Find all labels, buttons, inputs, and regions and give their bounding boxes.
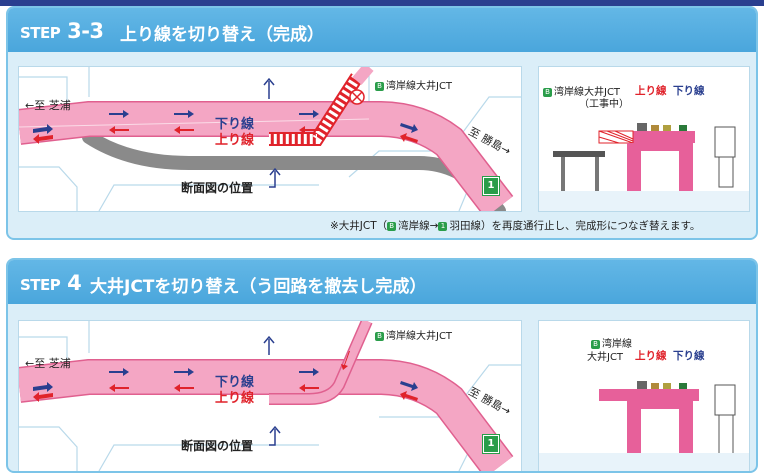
route-1-sign: 1 xyxy=(482,176,500,196)
step-number: 4 xyxy=(67,271,82,295)
cross-section-drawing xyxy=(539,381,749,471)
section-position-label: 断面図の位置 xyxy=(181,439,254,453)
step-3-3-map-drawing xyxy=(19,67,521,211)
section-down-line-label: 下り線 xyxy=(673,85,705,97)
section-up-line-label: 上り線 xyxy=(635,350,667,362)
left-direction-label: ←至 芝浦 xyxy=(25,99,71,112)
step-prefix: STEP xyxy=(20,24,61,42)
wangan-route-icon: B xyxy=(387,222,397,231)
wangan-route-icon: B xyxy=(543,88,552,97)
section-down-line-label: 下り線 xyxy=(673,350,705,362)
down-line-arrows xyxy=(33,368,493,452)
step-3-3-header xyxy=(8,8,756,52)
step-3-3-panel: STEP 3-3 上り線を切り替え（完成） xyxy=(6,6,758,240)
cross-section-drawing xyxy=(539,123,749,211)
step-number: 3-3 xyxy=(67,19,104,43)
wangan-route-icon: B xyxy=(375,82,384,91)
step-4-label: STEP 4 xyxy=(20,271,82,295)
down-line-arrows xyxy=(33,110,493,192)
section-up-line-label: 上り線 xyxy=(635,85,667,97)
under-construction-label: （工事中） xyxy=(579,99,629,110)
route-1-sign: 1 xyxy=(482,434,500,454)
wangan-route-icon: B xyxy=(375,332,384,341)
haneda-route-icon: 1 xyxy=(438,222,448,231)
step-4-map-drawing xyxy=(19,321,521,471)
section-position-label: 断面図の位置 xyxy=(181,181,254,195)
wangan-route-icon: B xyxy=(591,340,600,349)
up-line-label: 上り線 xyxy=(215,391,255,406)
down-line-label: 下り線 xyxy=(215,117,255,132)
step-4-header xyxy=(8,260,756,304)
step-3-3-title: 上り線を切り替え（完成） xyxy=(120,25,324,45)
up-line-arrows xyxy=(33,384,418,402)
left-direction-label: ←至 芝浦 xyxy=(25,357,71,370)
pink-road xyxy=(19,360,513,471)
top-bar xyxy=(0,0,764,6)
down-line-label: 下り線 xyxy=(215,375,255,390)
step-4-title: 大井JCTを切り替え（う回路を撤去し完成） xyxy=(90,277,427,297)
up-line-label: 上り線 xyxy=(215,133,255,148)
step-3-3-label: STEP 3-3 xyxy=(20,19,104,43)
step-4-panel: STEP 4 大井JCTを切り替え（う回路を撤去し完成） xyxy=(6,258,758,473)
up-line-arrows xyxy=(33,126,418,144)
section-jct-label-2: 大井JCT xyxy=(587,352,624,363)
step-prefix: STEP xyxy=(20,276,61,294)
ramp xyxy=(269,321,372,404)
